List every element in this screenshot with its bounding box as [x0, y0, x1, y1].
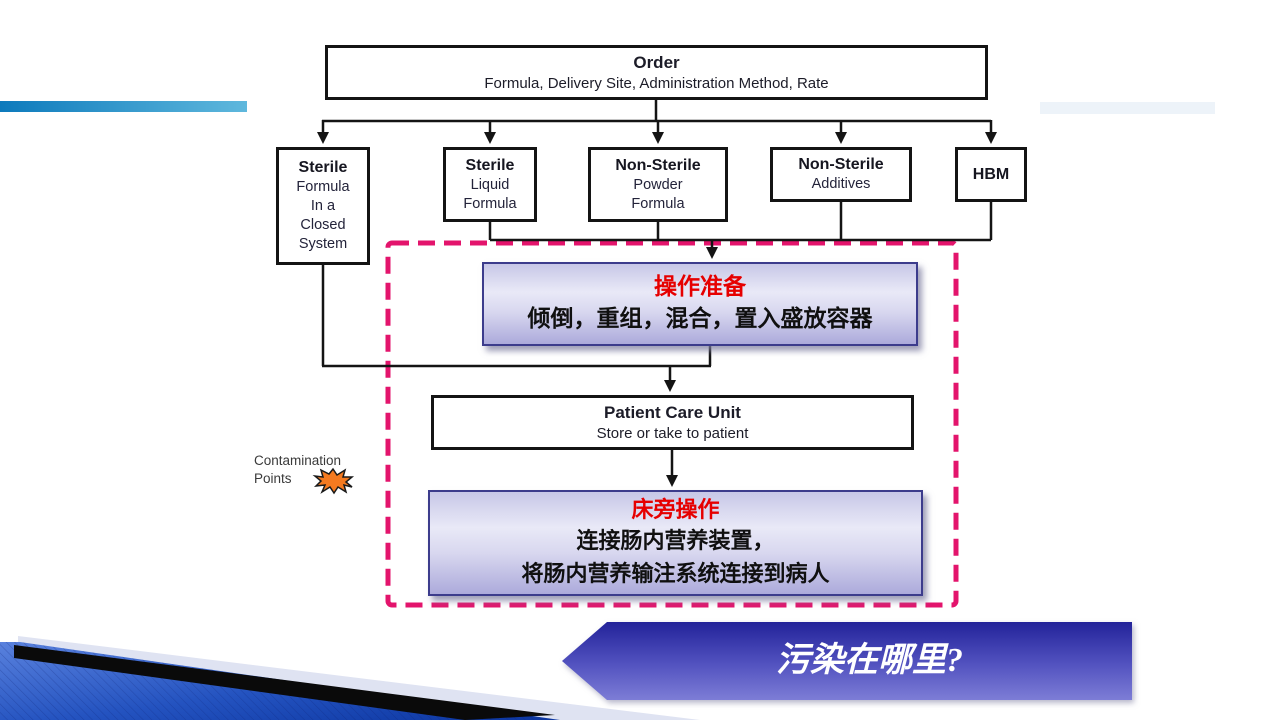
- box-title: Non-Sterile: [798, 156, 884, 173]
- box-line: Additives: [811, 176, 871, 192]
- bottom-black-sliver: [14, 645, 555, 720]
- prep-title: 操作准备: [654, 274, 746, 299]
- bottom-lavender-wedge: [18, 636, 700, 720]
- box-line: Formula: [463, 195, 517, 212]
- box-line: Liquid: [470, 176, 510, 193]
- box-line: In a: [310, 198, 336, 214]
- source-box-nonsterile-additives: Non-Sterile Additives: [770, 147, 912, 202]
- legend-line2: Points: [254, 471, 292, 486]
- patient-care-title: Patient Care Unit: [604, 403, 741, 422]
- top-left-teal-bar: [0, 101, 247, 112]
- order-subtitle: Formula, Delivery Site, Administration M…: [484, 75, 829, 92]
- box-line: System: [298, 236, 348, 252]
- order-title: Order: [633, 53, 680, 72]
- box-title: Non-Sterile: [615, 156, 701, 174]
- patient-care-subtitle: Store or take to patient: [596, 425, 749, 442]
- bedside-line2: 将肠内营养输注系统连接到病人: [521, 561, 830, 586]
- box-line: Powder: [633, 176, 683, 193]
- box-title: HBM: [972, 165, 1010, 183]
- bedside-title: 床旁操作: [631, 497, 720, 522]
- bedside-operation-box: 床旁操作 连接肠内营养装置， 将肠内营养输注系统连接到病人: [428, 490, 923, 596]
- bottom-left-blue-wedge: [0, 642, 560, 720]
- box-title: Sterile: [298, 159, 348, 176]
- order-box: Order Formula, Delivery Site, Administra…: [325, 45, 988, 100]
- top-right-light-bar: [1040, 102, 1215, 114]
- source-box-nonsterile-powder: Non-Sterile Powder Formula: [588, 147, 728, 222]
- source-box-hbm: HBM: [955, 147, 1027, 202]
- prep-body: 倾倒，重组，混合，置入盛放容器: [527, 306, 873, 331]
- bedside-line1: 连接肠内营养装置，: [576, 528, 775, 553]
- box-line: Formula: [296, 179, 350, 195]
- contamination-points-legend: Contamination Points: [254, 452, 384, 488]
- box-title: Sterile: [465, 156, 515, 174]
- source-box-sterile-liquid: Sterile Liquid Formula: [443, 147, 537, 222]
- patient-care-unit-box: Patient Care Unit Store or take to patie…: [431, 395, 914, 450]
- box-line: Formula: [631, 195, 685, 212]
- box-line: Closed: [300, 217, 346, 233]
- bottom-left-blue-wedge-stripes: [0, 642, 560, 720]
- source-box-sterile-closed-system: Sterile Formula In a Closed System: [276, 147, 370, 265]
- legend-line1: Contamination: [254, 453, 342, 468]
- operation-preparation-box: 操作准备 倾倒，重组，混合，置入盛放容器: [482, 262, 918, 346]
- question-banner-label: 污染在哪里?: [776, 642, 963, 679]
